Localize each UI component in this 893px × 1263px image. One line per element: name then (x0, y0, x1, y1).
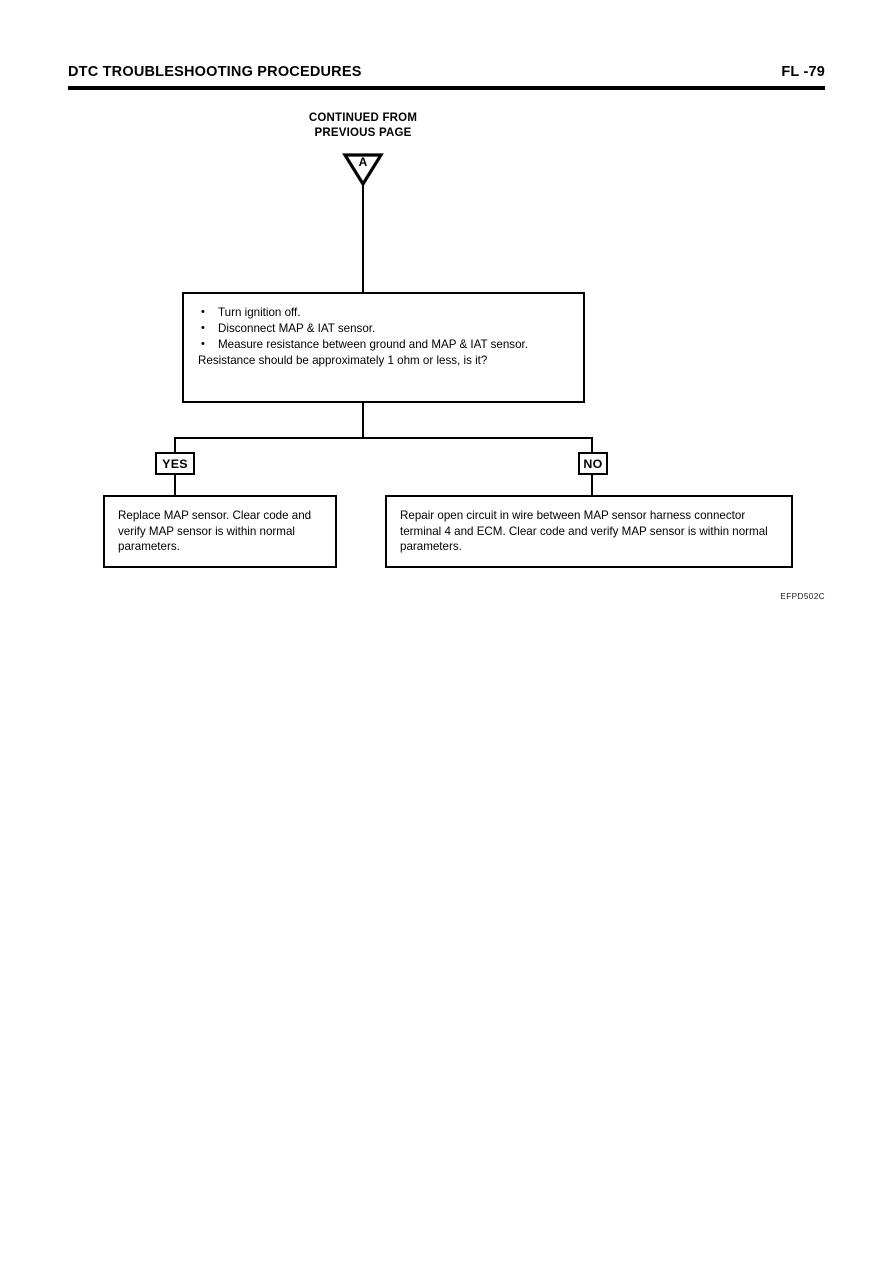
header-divider (68, 86, 825, 90)
branch-tag-yes: YES (155, 452, 195, 475)
page-header: DTC TROUBLESHOOTING PROCEDURES FL -79 (68, 64, 825, 94)
connector-entry-to-test (362, 182, 364, 293)
entry-caption-line-2: PREVIOUS PAGE (314, 127, 412, 139)
test-step-bullet: Turn ignition off. (198, 305, 571, 321)
figure-reference-code: EFPD502C (780, 592, 825, 601)
connector-no-tag-to-outcome (591, 474, 593, 496)
connector-test-to-branch-bus (362, 403, 364, 438)
entry-caption-line-1: CONTINUED FROM (308, 112, 418, 124)
page-title: DTC TROUBLESHOOTING PROCEDURES (68, 64, 362, 80)
outcome-text-yes: Replace MAP sensor. Clear code and verif… (118, 509, 312, 554)
page-number: FL -79 (781, 64, 825, 80)
test-step-bullet-list: Turn ignition off. Disconnect MAP & IAT … (198, 305, 571, 353)
connector-bus-to-no-tag (591, 437, 593, 453)
test-step-content: Turn ignition off. Disconnect MAP & IAT … (184, 294, 583, 369)
triangle-down-icon (342, 153, 384, 188)
connector-bus-to-yes-tag (174, 437, 176, 453)
test-step-bullet: Measure resistance between ground and MA… (198, 337, 571, 353)
test-step-question: Resistance should be approximately 1 ohm… (198, 354, 488, 368)
branch-bus (174, 437, 593, 439)
off-page-connector-letter: A (358, 155, 368, 169)
test-step-bullet: Disconnect MAP & IAT sensor. (198, 321, 571, 337)
outcome-text-no: Repair open circuit in wire between MAP … (400, 509, 768, 554)
connector-yes-tag-to-outcome (174, 474, 176, 496)
outcome-box-no: Repair open circuit in wire between MAP … (385, 495, 793, 568)
test-step-box: Turn ignition off. Disconnect MAP & IAT … (182, 292, 585, 403)
off-page-connector-a: A (342, 152, 384, 188)
branch-tag-no: NO (578, 452, 608, 475)
entry-caption: CONTINUED FROM PREVIOUS PAGE (243, 111, 483, 141)
outcome-box-yes: Replace MAP sensor. Clear code and verif… (103, 495, 337, 568)
